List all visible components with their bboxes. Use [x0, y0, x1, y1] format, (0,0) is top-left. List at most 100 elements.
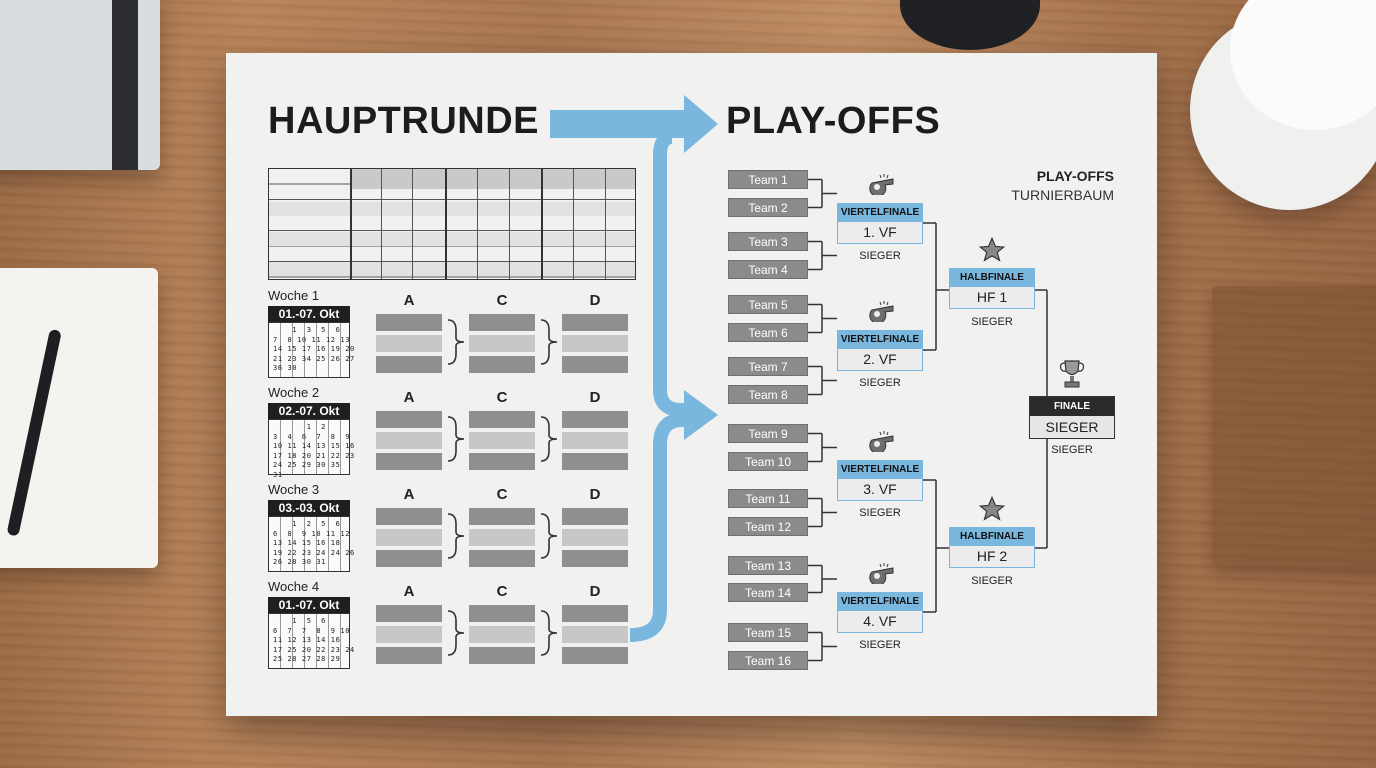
- match-slot: [469, 626, 535, 643]
- table-divider: [445, 169, 447, 279]
- group-column-header: D: [589, 389, 601, 406]
- table-divider: [477, 169, 478, 279]
- week-dates: 03.-03. Okt: [268, 500, 350, 516]
- group-column-header: C: [496, 292, 508, 309]
- calendar-days: 1 2 5 6 6 8 9 10 11 12 13 14 15 16 18 19…: [273, 520, 355, 566]
- team-slot: Team 13: [728, 556, 808, 575]
- match-slot: [469, 335, 535, 352]
- group-column-header: A: [403, 486, 415, 503]
- group-connector-brace: [540, 319, 558, 365]
- match-slot: [562, 335, 628, 352]
- whistle-icon: [837, 173, 923, 201]
- match-slot: [562, 626, 628, 643]
- match-slot: [562, 314, 628, 331]
- winner-label: SIEGER: [971, 316, 1013, 328]
- table-divider: [350, 169, 352, 279]
- group-column-header: C: [496, 389, 508, 406]
- group-column-header: D: [589, 486, 601, 503]
- folder: [1212, 286, 1376, 566]
- round-header: HALBFINALE: [950, 528, 1034, 546]
- round-header: VIERTELFINALE: [838, 461, 922, 479]
- match-slot: [376, 314, 442, 331]
- week-dates: 01.-07. Okt: [268, 597, 350, 613]
- week-label: Woche 1: [268, 288, 320, 303]
- calendar-days: 1 3 5 6 7 8 10 11 12 13 14 15 17 16 19 2…: [273, 326, 355, 372]
- week-calendar: 1 5 6 6 7 7 8 9 10 11 12 13 14 16 17 25 …: [268, 613, 354, 669]
- final-winner-label: SIEGER: [1051, 444, 1093, 456]
- match-slot: [562, 529, 628, 546]
- round-name: HF 1: [950, 287, 1034, 308]
- week-label: Woche 3: [268, 482, 320, 497]
- winner-label: SIEGER: [859, 507, 901, 519]
- week-dates: 02.-07. Okt: [268, 403, 350, 419]
- winner-label: SIEGER: [859, 250, 901, 262]
- group-column-header: D: [589, 292, 601, 309]
- notebook: [0, 0, 160, 170]
- match-slot: [469, 605, 535, 622]
- group-connector-brace: [447, 416, 465, 462]
- week-label: Woche 4: [268, 579, 320, 594]
- match-slot: [376, 453, 442, 470]
- team-slot: Team 10: [728, 452, 808, 471]
- match-slot: [376, 508, 442, 525]
- team-slot: Team 11: [728, 489, 808, 508]
- table-header-shade: [351, 169, 635, 189]
- match-slot: [469, 432, 535, 449]
- match-slot: [376, 626, 442, 643]
- team-slot: Team 8: [728, 385, 808, 404]
- group-connector-brace: [540, 610, 558, 656]
- round-header: HALBFINALE: [950, 269, 1034, 287]
- team-slot: Team 14: [728, 583, 808, 602]
- group-connector-brace: [447, 513, 465, 559]
- table-divider: [412, 169, 413, 279]
- group-column-header: A: [403, 389, 415, 406]
- match-slot: [562, 508, 628, 525]
- round-name: 3. VF: [838, 479, 922, 500]
- week-calendar: 1 3 5 6 7 8 10 11 12 13 14 15 17 16 19 2…: [268, 322, 354, 378]
- winner-label: SIEGER: [859, 377, 901, 389]
- playoffs-title: PLAY-OFFS: [726, 100, 941, 142]
- match-slot: [469, 356, 535, 373]
- group-column-header: C: [496, 486, 508, 503]
- round-name: 1. VF: [838, 222, 922, 243]
- title-arrow-head: [684, 95, 718, 153]
- match-slot: [562, 432, 628, 449]
- round-name: 2. VF: [838, 349, 922, 370]
- match-slot: [376, 411, 442, 428]
- round-name: 4. VF: [838, 611, 922, 632]
- match-slot: [469, 647, 535, 664]
- match-slot: [469, 529, 535, 546]
- match-slot: [562, 605, 628, 622]
- group-column-header: A: [403, 583, 415, 600]
- group-connector-brace: [447, 319, 465, 365]
- table-divider: [381, 169, 382, 279]
- match-slot: [376, 432, 442, 449]
- team-slot: Team 3: [728, 232, 808, 251]
- flow-arrow: [629, 130, 718, 642]
- table-divider: [605, 169, 606, 279]
- week-calendar: 1 2 5 6 6 8 9 10 11 12 13 14 15 16 18 19…: [268, 516, 354, 572]
- round-name: HF 2: [950, 546, 1034, 567]
- team-slot: Team 9: [728, 424, 808, 443]
- match-slot: [376, 335, 442, 352]
- standings-table: [268, 168, 636, 280]
- team-slot: Team 12: [728, 517, 808, 536]
- match-slot: [469, 314, 535, 331]
- table-divider: [573, 169, 574, 279]
- table-row-shade: [269, 262, 635, 276]
- match-slot: [562, 356, 628, 373]
- whistle-icon: [837, 300, 923, 328]
- match-slot: [562, 647, 628, 664]
- match-slot: [469, 411, 535, 428]
- main-round-title: HAUPTRUNDE: [268, 100, 539, 142]
- group-column-header: C: [496, 583, 508, 600]
- star-icon: [949, 495, 1035, 529]
- match-slot: [562, 411, 628, 428]
- match-slot: [469, 508, 535, 525]
- match-slot: [469, 453, 535, 470]
- team-slot: Team 16: [728, 651, 808, 670]
- match-slot: [376, 647, 442, 664]
- match-slot: [469, 550, 535, 567]
